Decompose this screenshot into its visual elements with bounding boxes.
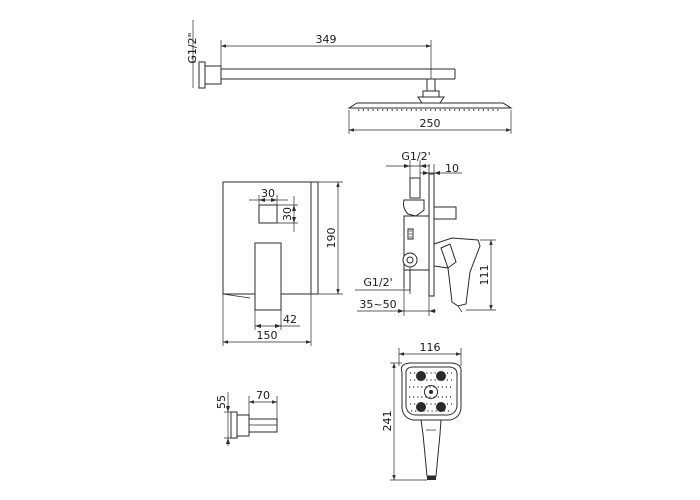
- arm-drop: [426, 78, 436, 92]
- dim-250: 250: [420, 117, 441, 130]
- side-plate: [428, 173, 435, 297]
- valve-cap: [403, 199, 425, 217]
- dim-30-width: 30: [261, 187, 275, 200]
- dim-g12-top: G1/2': [401, 150, 430, 163]
- shower-head: [347, 102, 513, 109]
- hand-shower-view: 116 241: [381, 341, 462, 481]
- dim-116: 116: [420, 341, 441, 354]
- dim-30-height: 30: [281, 207, 294, 221]
- dim-150: 150: [257, 329, 278, 342]
- spray-face: [409, 371, 453, 412]
- outlet-spout: [248, 418, 278, 433]
- mixer-lever: [254, 242, 282, 311]
- dim-111: 111: [478, 265, 491, 286]
- dim-35-50: 35~50: [359, 298, 396, 311]
- dim-349: 349: [316, 33, 337, 46]
- dim-70: 70: [256, 389, 270, 402]
- dim-10: 10: [445, 162, 459, 175]
- diverter-button: [258, 204, 278, 224]
- dim-55: 55: [215, 395, 228, 409]
- dim-thread-head: G1/2": [186, 32, 199, 63]
- wall-outlet-view: 70 55: [215, 389, 278, 446]
- arm-connector: [204, 65, 222, 85]
- mixer-side-view: G1/2' 10 G1/2' 35~50 111: [355, 150, 496, 316]
- diverter-stub: [433, 206, 457, 220]
- dim-190: 190: [325, 228, 338, 249]
- top-inlet: [409, 177, 421, 199]
- dim-g12-bottom: G1/2': [363, 276, 392, 289]
- dim-241: 241: [381, 411, 394, 432]
- hose-connector: [427, 476, 436, 480]
- wall-plate-front-view: 30 30 190 42 150: [222, 181, 343, 346]
- hand-shower-handle: [420, 419, 442, 477]
- outlet-flange: [230, 411, 238, 439]
- wall-flange: [198, 61, 206, 89]
- shower-head-view: G1/2" 349 250: [186, 20, 513, 134]
- dim-42: 42: [283, 313, 297, 326]
- ball-joint: [417, 96, 445, 104]
